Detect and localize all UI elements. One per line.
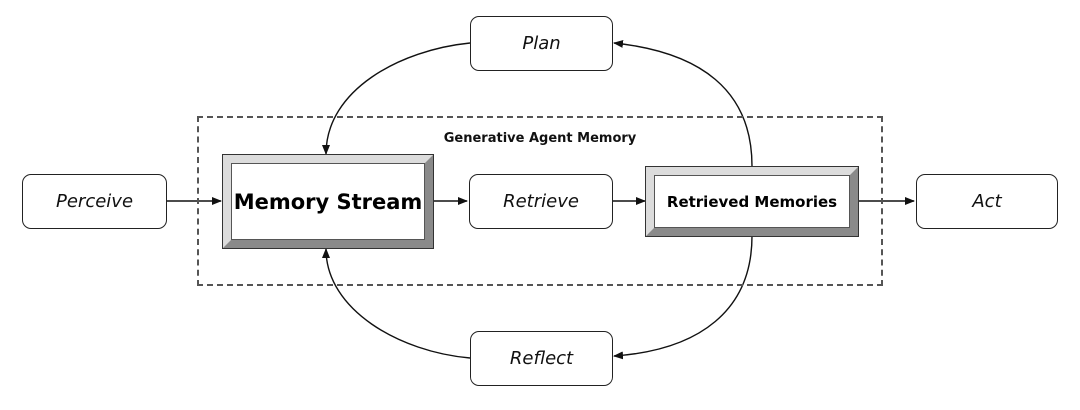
node-retrieve: Retrieve [469, 174, 613, 229]
edge-reflect-to-memory-stream [322, 248, 471, 359]
node-retrieved-memories: Retrieved Memories [645, 166, 859, 237]
node-perceive: Perceive [22, 174, 167, 229]
node-perceive-label: Perceive [55, 191, 134, 212]
edge-plan-to-memory-stream [322, 42, 471, 155]
node-plan: Plan [470, 16, 613, 71]
edge-retrieved-memories-to-reflect [613, 235, 753, 360]
node-reflect: Reflect [470, 331, 613, 386]
node-memory-stream-label: Memory Stream [233, 189, 423, 214]
edge-retrieved-memories-to-plan [613, 39, 753, 167]
generative-agent-memory-group [197, 116, 883, 286]
node-retrieve-label: Retrieve [503, 191, 579, 212]
node-act: Act [916, 174, 1058, 229]
node-act-label: Act [972, 191, 1002, 212]
group-label: Generative Agent Memory [443, 131, 637, 146]
node-plan-label: Plan [522, 33, 561, 54]
node-reflect-label: Reflect [509, 348, 574, 369]
node-memory-stream: Memory Stream [222, 154, 434, 249]
node-retrieved-memories-label: Retrieved Memories [666, 192, 838, 211]
